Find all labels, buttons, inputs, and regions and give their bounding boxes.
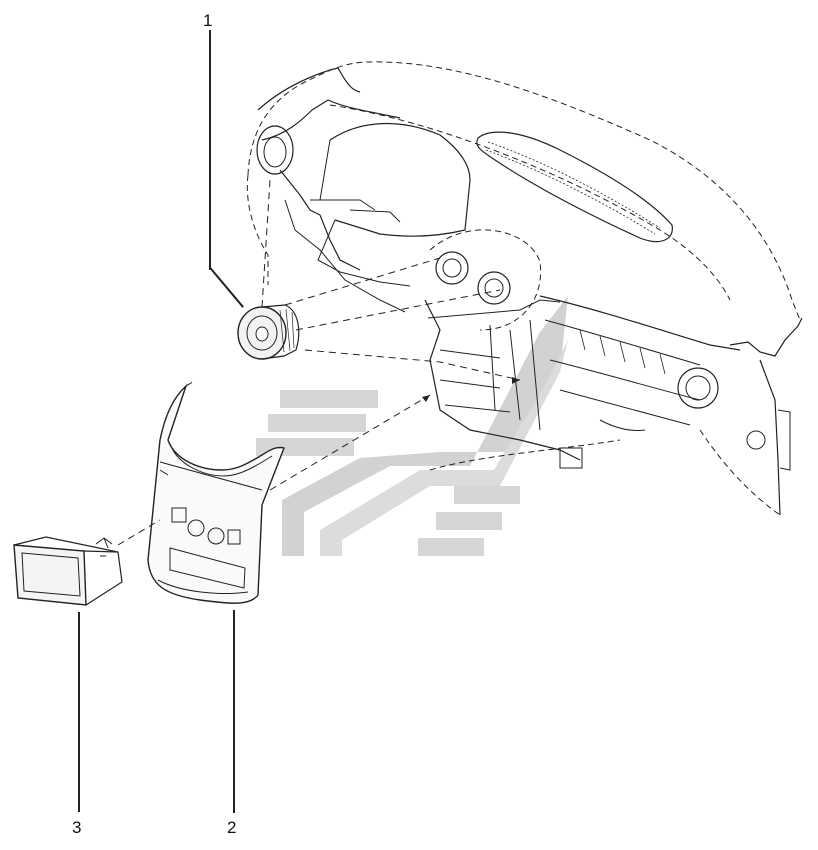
guide-line xyxy=(185,379,197,387)
defroster-grille xyxy=(487,141,661,229)
air-vent-body xyxy=(261,304,300,360)
guide-line xyxy=(261,179,271,308)
guide-arrowheads xyxy=(422,377,520,402)
dashboard-top-edge xyxy=(257,67,361,111)
switch-knob xyxy=(187,519,205,537)
defroster-grille xyxy=(476,131,673,243)
trim-panel-outline xyxy=(147,383,285,604)
callout-leader-2 xyxy=(233,610,235,813)
center-vent-envelope xyxy=(429,229,542,331)
watermark-logo xyxy=(256,296,568,556)
callout-number-2: 2 xyxy=(227,818,237,837)
tray-clips xyxy=(95,537,113,557)
left-support-column xyxy=(310,199,401,223)
left-vent-ring xyxy=(263,136,287,168)
watermark-bar xyxy=(436,512,502,530)
trim-panel-inner-edge xyxy=(171,447,273,477)
right-side-panel xyxy=(729,317,803,516)
switch-slot xyxy=(171,507,187,523)
lower-dashboard-curve xyxy=(429,439,621,471)
right-side-clip xyxy=(777,409,791,471)
lower-crossbeam xyxy=(539,295,741,351)
left-support-column xyxy=(284,199,406,313)
tray-front-opening xyxy=(21,552,81,597)
arrowhead xyxy=(512,377,520,384)
dashboard-envelope xyxy=(246,174,269,285)
dashboard-envelope xyxy=(247,61,801,321)
tray-body xyxy=(13,536,123,606)
instrument-cluster-hood xyxy=(329,122,471,237)
right-vent-ring xyxy=(677,367,719,409)
center-vent-right xyxy=(484,278,504,298)
trim-panel-lower-opening xyxy=(169,547,246,589)
lower-dashboard-curve xyxy=(599,419,646,431)
watermark-bar xyxy=(454,486,520,504)
air-vent-nozzle xyxy=(237,304,300,360)
left-vent-ring xyxy=(256,125,294,175)
callout-number-3: 3 xyxy=(72,818,82,837)
left-support-column xyxy=(279,169,361,271)
watermark-bar xyxy=(418,538,484,556)
dashboard-envelope xyxy=(699,429,781,516)
center-stack-frame xyxy=(427,299,561,413)
center-stack-frame xyxy=(489,319,541,431)
center-console-trim-panel xyxy=(147,383,285,604)
right-side-knob xyxy=(746,430,766,450)
center-vent-right xyxy=(477,271,511,305)
center-stack-frame xyxy=(424,299,581,461)
center-vent-left xyxy=(435,251,469,285)
callout-number-1: 1 xyxy=(203,11,213,30)
storage-tray xyxy=(13,536,123,606)
air-vent-hub xyxy=(255,326,269,342)
center-stack-bracket xyxy=(559,447,583,469)
watermark-chevron xyxy=(320,340,568,556)
guide-line xyxy=(117,519,161,546)
callout-leader-3 xyxy=(78,612,80,812)
right-vent-ring xyxy=(685,375,711,401)
guide-line xyxy=(304,349,521,381)
arrowhead xyxy=(422,395,430,402)
callout-leader-1 xyxy=(209,30,211,270)
lower-crossbeam xyxy=(579,329,666,375)
switch-slot xyxy=(227,529,241,545)
air-vent-fins xyxy=(279,308,295,353)
dashboard-assembly xyxy=(246,61,803,516)
guide-line xyxy=(295,289,501,331)
trim-panel-inner-edge xyxy=(157,461,263,594)
dashboard-envelope xyxy=(329,104,731,301)
switch-knob xyxy=(207,527,225,545)
instrument-cluster-hood xyxy=(317,139,411,287)
air-vent-inner-ring xyxy=(246,315,278,351)
lower-crossbeam xyxy=(544,319,701,426)
watermark-chevron xyxy=(282,296,568,556)
guide-line xyxy=(284,257,441,306)
dashboard-top-edge xyxy=(261,99,401,141)
center-vent-left xyxy=(442,258,462,278)
watermark-bar xyxy=(280,390,378,408)
defroster-grille xyxy=(485,149,656,235)
watermark-bar xyxy=(268,414,366,432)
assembly-guide-lines xyxy=(117,179,521,546)
